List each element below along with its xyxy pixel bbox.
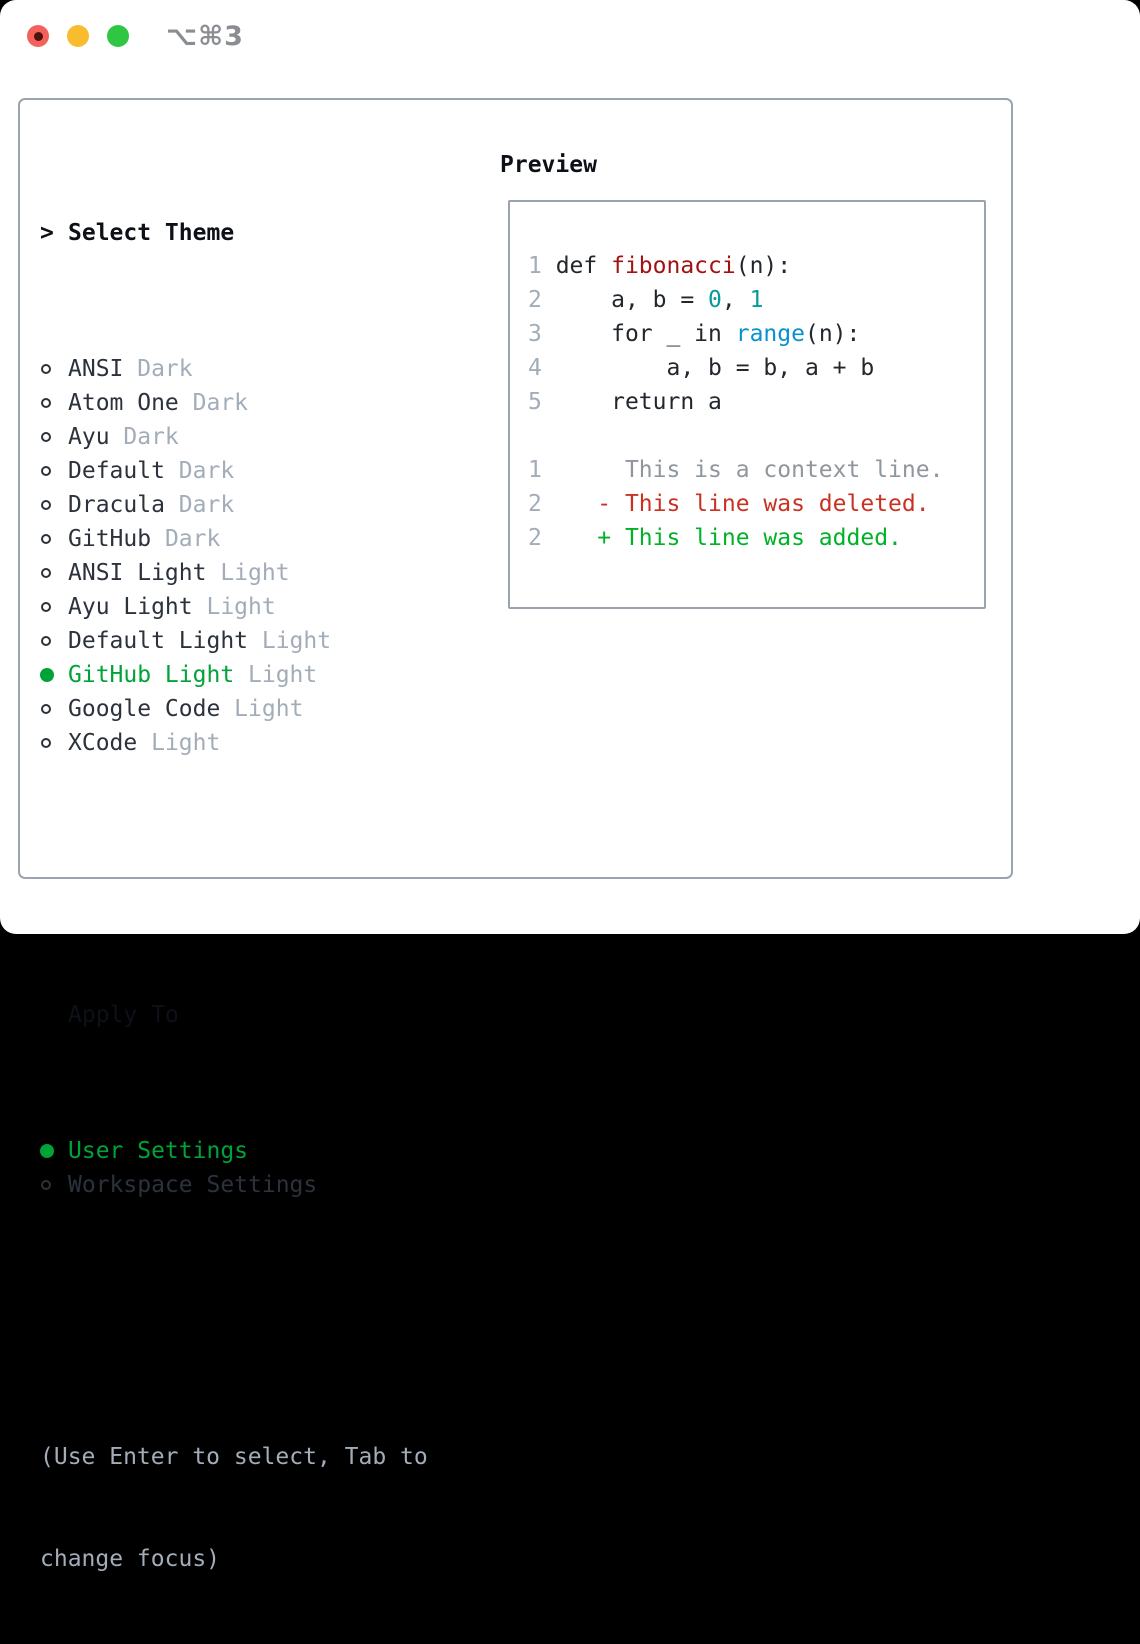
titlebar: ⌥⌘3 — [0, 0, 1140, 72]
theme-option-github[interactable]: GitHub Dark — [40, 522, 428, 556]
preview-line: 4 a, b = b, a + b — [528, 355, 875, 381]
option-variant-tag: Dark — [164, 492, 235, 518]
radio-icon — [40, 534, 68, 544]
apply-option-user-settings[interactable]: User Settings — [40, 1134, 428, 1168]
radio-icon — [40, 568, 68, 578]
select-theme-title: Select Theme — [68, 220, 235, 246]
option-label: Ayu Light — [68, 594, 193, 620]
theme-option-ansi[interactable]: ANSI Dark — [40, 352, 428, 386]
preview-pane: 1 def fibonacci(n): 2 a, b = 0, 1 3 for _ … — [508, 200, 986, 609]
zoom-button[interactable] — [107, 25, 129, 47]
option-variant-tag: Light — [206, 560, 290, 586]
radio-icon — [40, 704, 68, 714]
radio-selected-icon — [40, 668, 68, 682]
theme-option-default-light[interactable]: Default Light Light — [40, 624, 428, 658]
option-variant-tag: Light — [137, 730, 221, 756]
theme-option-atom-one[interactable]: Atom One Dark — [40, 386, 428, 420]
option-label: Ayu — [68, 424, 110, 450]
preview-line: 2 + This line was added. — [528, 525, 902, 551]
theme-option-ansi-light[interactable]: ANSI Light Light — [40, 556, 428, 590]
option-label: Atom One — [68, 390, 179, 416]
close-button[interactable] — [27, 25, 49, 47]
option-label: Default — [68, 458, 165, 484]
option-variant-tag: Dark — [164, 458, 235, 484]
minimize-button[interactable] — [67, 25, 89, 47]
window-shortcut-label: ⌥⌘3 — [166, 20, 244, 52]
option-variant-tag: Dark — [109, 424, 179, 450]
radio-icon — [40, 738, 68, 748]
option-label: Workspace Settings — [68, 1172, 318, 1198]
option-variant-tag: Light — [234, 662, 318, 688]
option-variant-tag: Light — [220, 696, 304, 722]
radio-icon — [40, 432, 68, 442]
apply-to-title: Apply To — [68, 1002, 179, 1028]
preview-line: 1 def fibonacci(n): — [528, 253, 792, 279]
theme-option-dracula[interactable]: Dracula Dark — [40, 488, 428, 522]
option-label: Google Code — [68, 696, 221, 722]
option-label: Default Light — [68, 628, 249, 654]
preview-line — [528, 419, 984, 453]
option-variant-tag: Dark — [123, 356, 193, 382]
hint-line-2: change focus) — [40, 1546, 221, 1572]
option-label: XCode — [68, 730, 138, 756]
radio-icon — [40, 398, 68, 408]
spacer — [40, 1304, 428, 1338]
preview-line: 5 return a — [528, 389, 722, 415]
radio-icon — [40, 500, 68, 510]
option-label: ANSI — [68, 356, 124, 382]
preview-title: Preview — [500, 152, 597, 178]
radio-icon — [40, 466, 68, 476]
select-theme-header: > Select Theme — [40, 216, 428, 250]
radio-icon — [40, 1180, 68, 1190]
option-variant-tag: Light — [192, 594, 276, 620]
apply-to-header: Apply To — [40, 998, 428, 1032]
theme-option-default[interactable]: Default Dark — [40, 454, 428, 488]
prompt-icon: > — [40, 220, 54, 246]
option-label: User Settings — [68, 1138, 249, 1164]
preview-line: 2 - This line was deleted. — [528, 491, 930, 517]
option-label: GitHub — [68, 526, 152, 552]
theme-option-ayu-light[interactable]: Ayu Light Light — [40, 590, 428, 624]
option-label: ANSI Light — [68, 560, 207, 586]
theme-option-xcode[interactable]: XCode Light — [40, 726, 428, 760]
theme-option-github-light[interactable]: GitHub Light Light — [40, 658, 428, 692]
option-label: Dracula — [68, 492, 165, 518]
option-variant-tag: Dark — [151, 526, 221, 552]
radio-icon — [40, 364, 68, 374]
option-label: GitHub Light — [68, 662, 235, 688]
preview-code: 1 def fibonacci(n): 2 a, b = 0, 1 3 for _ … — [510, 202, 984, 555]
option-variant-tag: Dark — [178, 390, 249, 416]
radio-selected-icon — [40, 1144, 68, 1158]
option-variant-tag: Light — [248, 628, 332, 654]
radio-icon — [40, 602, 68, 612]
hint-line-1: (Use Enter to select, Tab to — [40, 1444, 428, 1470]
preview-line: 2 a, b = 0, 1 — [528, 287, 764, 313]
radio-icon — [40, 636, 68, 646]
theme-option-ayu[interactable]: Ayu Dark — [40, 420, 428, 454]
apply-option-workspace-settings[interactable]: Workspace Settings — [40, 1168, 428, 1202]
theme-option-google-code[interactable]: Google Code Light — [40, 692, 428, 726]
preview-line: 3 for _ in range(n): — [528, 321, 861, 347]
preview-line: 1 This is a context line. — [528, 457, 944, 483]
spacer — [40, 862, 428, 896]
